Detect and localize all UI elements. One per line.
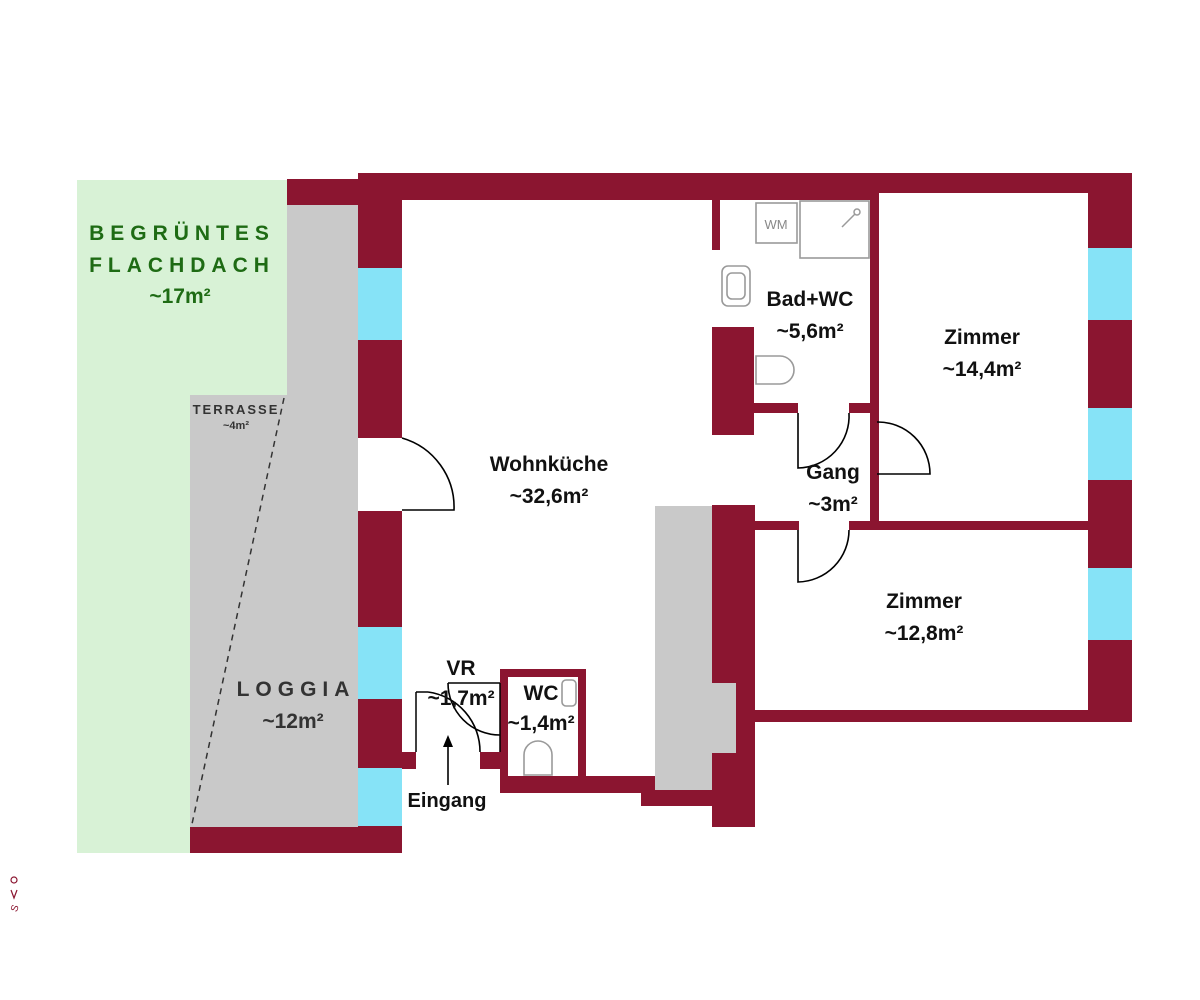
terrace-divider bbox=[191, 397, 285, 825]
loggia-area bbox=[190, 205, 360, 827]
wc-area: ~1,4m² bbox=[507, 712, 575, 735]
zimmer1-name: Zimmer bbox=[944, 326, 1020, 349]
door-zimmer1 bbox=[876, 421, 931, 475]
terrasse-area: ~4m² bbox=[222, 420, 249, 432]
window-zimmer1-2 bbox=[1088, 408, 1132, 480]
toilet-wc-icon bbox=[523, 740, 553, 776]
vr-wall-right bbox=[480, 752, 500, 769]
door-bad bbox=[797, 412, 850, 469]
vr-area: ~1,7m² bbox=[427, 687, 495, 710]
wall-bad-bottom2 bbox=[849, 403, 879, 413]
flachdach-line1: BEGRÜNTES bbox=[89, 222, 275, 245]
kitchen-counter bbox=[655, 506, 712, 790]
zimmer1-area: ~14,4m² bbox=[942, 358, 1022, 381]
wall-bad-left bbox=[712, 200, 720, 250]
toilet-bad-icon bbox=[755, 355, 795, 385]
window-loggia-1 bbox=[358, 268, 402, 340]
gang-label: Gang ~3m² bbox=[806, 457, 860, 521]
bad-label: Bad+WC ~5,6m² bbox=[767, 284, 854, 348]
vr-name: VR bbox=[446, 657, 476, 680]
washbasin-inner-icon bbox=[726, 272, 746, 300]
wall-gang-bottom bbox=[755, 521, 799, 530]
washing-machine-icon bbox=[755, 202, 798, 244]
window-loggia-3 bbox=[358, 768, 402, 826]
compass-icon: S bbox=[9, 876, 22, 914]
zimmer2-area: ~12,8m² bbox=[884, 622, 964, 645]
kitchen-counter-notch bbox=[712, 683, 736, 753]
wall-kitchen-right bbox=[712, 505, 755, 827]
wc-washbasin-icon bbox=[561, 679, 577, 707]
entrance-arrow-head bbox=[443, 735, 453, 747]
wc-name: WC bbox=[523, 682, 559, 705]
zimmer1-floor bbox=[879, 193, 1088, 521]
wohnkueche-name: Wohnküche bbox=[489, 453, 609, 476]
window-loggia-2 bbox=[358, 627, 402, 699]
entrance-label: Eingang bbox=[407, 790, 487, 812]
shower-icon bbox=[799, 200, 870, 259]
loggia-label: LOGGIA ~12m² bbox=[231, 674, 356, 738]
loggia-name: LOGGIA bbox=[236, 678, 356, 701]
flachdach-line2: FLACHDACH bbox=[89, 254, 275, 277]
zimmer2-name: Zimmer bbox=[886, 590, 962, 613]
wohnkueche-area: ~32,6m² bbox=[509, 485, 589, 508]
gang-name: Gang bbox=[806, 461, 860, 484]
door-zimmer2 bbox=[797, 529, 850, 583]
zimmer1-label: Zimmer ~14,4m² bbox=[943, 322, 1022, 386]
window-zimmer2 bbox=[1088, 568, 1132, 640]
wall-bad-bottom bbox=[754, 403, 798, 413]
bad-name: Bad+WC bbox=[766, 288, 854, 311]
wall-bad-right bbox=[870, 193, 879, 521]
loggia-area-text: ~12m² bbox=[262, 710, 324, 733]
shower-hose-icon bbox=[841, 213, 856, 228]
terrasse-name: TERRASSE bbox=[192, 402, 280, 417]
washing-machine-label: WM bbox=[764, 217, 787, 232]
zimmer2-label: Zimmer ~12,8m² bbox=[885, 586, 964, 650]
vr-wall-left bbox=[402, 752, 416, 769]
flachdach-area: ~17m² bbox=[149, 285, 211, 308]
zimmer2-floor bbox=[755, 530, 1088, 710]
wohnkueche-label: Wohnküche ~32,6m² bbox=[490, 449, 609, 513]
wall-bad-left2 bbox=[712, 327, 754, 435]
loggia-door-opening bbox=[358, 438, 402, 511]
wc-label: WC ~1,4m² bbox=[507, 679, 574, 739]
wall-bottom-loggia bbox=[190, 827, 402, 853]
terrasse-label: TERRASSE ~4m² bbox=[193, 402, 280, 434]
wall-gang-bottom2 bbox=[849, 521, 1088, 530]
bad-area: ~5,6m² bbox=[776, 320, 844, 343]
vr-label: VR ~1,7m² bbox=[427, 654, 494, 714]
window-zimmer1-1 bbox=[1088, 248, 1132, 320]
shower-head-icon bbox=[853, 208, 861, 216]
door-wc bbox=[447, 682, 501, 736]
door-loggia bbox=[401, 437, 455, 511]
gang-area: ~3m² bbox=[808, 493, 858, 516]
wall-top bbox=[287, 179, 362, 205]
flachdach-label: BEGRÜNTES FLACHDACH bbox=[89, 218, 275, 282]
compass-label: S bbox=[9, 903, 22, 913]
door-entrance bbox=[427, 691, 481, 753]
wall-bottom-right bbox=[755, 710, 1132, 722]
